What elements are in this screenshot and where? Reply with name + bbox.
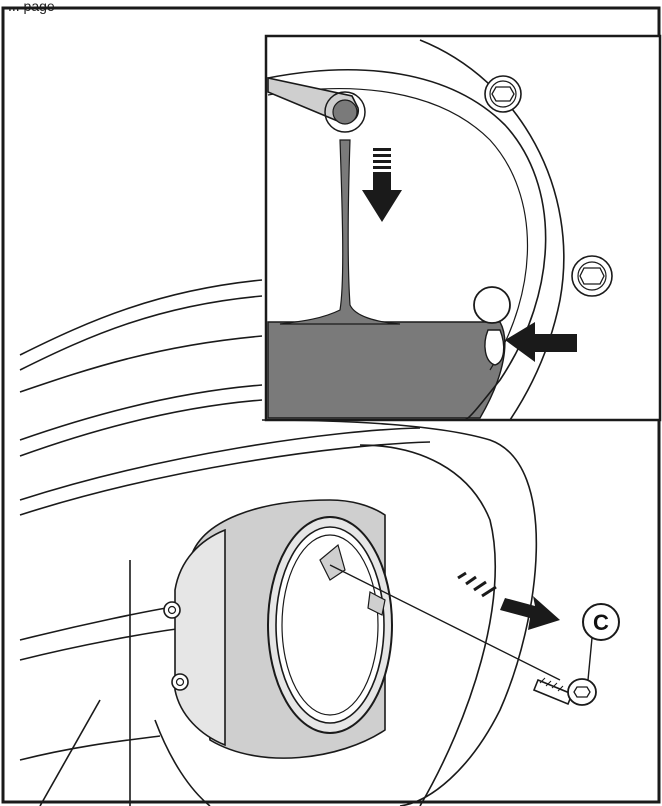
- arrow-left-icon: [505, 322, 577, 362]
- inset-bolt-right: [571, 255, 613, 297]
- arrow-down-icon: [362, 148, 402, 222]
- muffler-body: [19, 279, 538, 806]
- screw-c: [532, 677, 597, 706]
- tailpipe-outlet: [267, 516, 561, 734]
- inset-bolt-top: [484, 75, 522, 113]
- callout-c-label: C: [593, 610, 609, 635]
- inset-detail: [264, 34, 662, 422]
- callout-c: C: [582, 603, 620, 681]
- arrow-right-down-icon: [457, 571, 560, 630]
